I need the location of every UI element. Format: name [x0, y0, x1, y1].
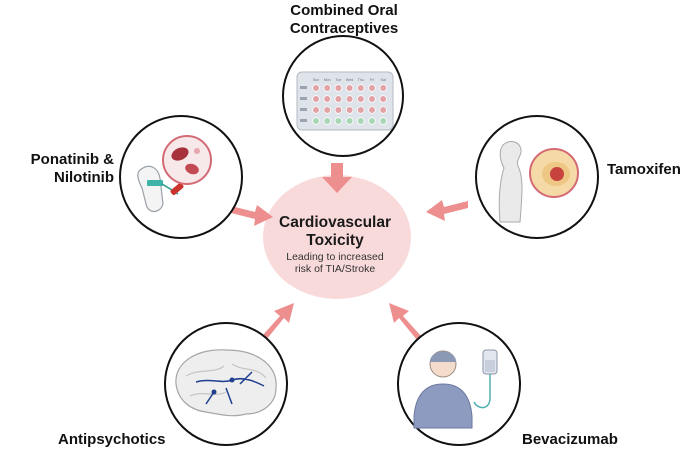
blood-cell-icon-2 — [185, 163, 199, 175]
label-antipsychotics: Antipsychotics — [58, 431, 166, 448]
center-subtitle-line1: Leading to increased — [286, 251, 384, 263]
blood-cell-magnifier — [162, 135, 212, 185]
label-tamoxifen: Tamoxifen — [607, 161, 681, 178]
pill — [345, 95, 354, 103]
pill — [312, 84, 320, 92]
pill — [368, 95, 376, 103]
blood-cell-icon — [171, 147, 189, 161]
brain-fold-icon — [185, 363, 267, 397]
pill — [356, 95, 365, 103]
pill-day-label: Fri — [370, 78, 374, 82]
brain-icon — [175, 349, 277, 417]
pill — [379, 95, 388, 103]
pill — [323, 106, 332, 114]
arrow-bottom-right — [389, 303, 421, 340]
center-title: Cardiovascular Toxicity — [260, 214, 410, 250]
pill — [334, 106, 343, 114]
pill — [345, 84, 354, 92]
pill — [334, 95, 343, 103]
label-bevacizumab: Bevacizumab — [522, 431, 618, 448]
arrow-left — [231, 205, 273, 226]
pill-grid — [300, 84, 388, 125]
center-node — [263, 175, 411, 299]
pill — [379, 106, 388, 114]
contraceptives-illustration: Sun Mon Tue Wed Thu Fri Sat — [282, 35, 404, 157]
pill — [312, 117, 320, 125]
patient-shirt-icon — [413, 383, 473, 429]
drug-vial-icon — [170, 183, 184, 195]
pill — [334, 117, 343, 125]
pill-day-label: Tue — [335, 78, 341, 82]
label-ponatinib: Ponatinib & Nilotinib — [4, 151, 114, 187]
pill — [356, 106, 365, 114]
pill — [323, 117, 332, 125]
hand-icon — [137, 165, 164, 213]
iv-bag-fluid — [485, 360, 495, 372]
pill — [345, 117, 354, 125]
bevacizumab-illustration — [397, 322, 521, 446]
pill — [379, 117, 388, 125]
label-contraceptives-line1: Combined Oral — [290, 2, 398, 19]
pill — [334, 84, 343, 92]
neuron-node-icon — [211, 389, 217, 395]
antipsychotics-illustration — [164, 322, 288, 446]
pill-day-labels: Sun Mon Tue Wed Thu Fri Sat — [313, 78, 386, 82]
neuron-node-icon-2 — [229, 377, 235, 383]
tumor-icon — [550, 167, 564, 181]
tamoxifen-illustration — [475, 115, 599, 239]
iv-line-icon — [473, 374, 491, 409]
center-subtitle-line2: risk of TIA/Stroke — [294, 263, 376, 275]
label-ponatinib-line1: Ponatinib & — [30, 151, 114, 168]
pill — [368, 84, 376, 92]
pill — [312, 95, 320, 103]
center-title-line2: Toxicity — [306, 232, 364, 249]
label-contraceptives-line2: Contraceptives — [289, 20, 399, 37]
pill — [312, 106, 320, 114]
center-title-line1: Cardiovascular — [279, 214, 391, 231]
pill-day-label: Sat — [380, 78, 385, 82]
female-torso-icon — [498, 141, 523, 223]
patient-cap-icon — [430, 351, 456, 362]
pill-row-label — [300, 108, 307, 111]
ponatinib-illustration — [119, 115, 243, 239]
pill — [345, 106, 354, 114]
label-ponatinib-line2: Nilotinib — [54, 169, 114, 186]
pill — [379, 84, 388, 92]
pill-day-label: Sun — [313, 78, 319, 82]
pill — [323, 95, 332, 103]
pill-row-label — [300, 86, 307, 89]
pill — [368, 117, 376, 125]
pill-day-label: Thu — [358, 78, 364, 82]
blood-cell-icon-3 — [194, 148, 200, 154]
pill-row-label — [300, 119, 307, 122]
pill-day-label: Mon — [324, 78, 331, 82]
arrow-right — [426, 200, 468, 221]
label-contraceptives: Combined Oral Contraceptives — [288, 2, 400, 38]
pill — [356, 117, 365, 125]
arrow-top — [322, 163, 352, 193]
pill — [323, 84, 332, 92]
pill-row-label — [300, 97, 307, 100]
pill-day-label: Wed — [346, 78, 353, 82]
pill — [368, 106, 376, 114]
arrows — [231, 163, 468, 340]
arrow-bottom-left — [262, 303, 294, 340]
center-subtitle: Leading to increased risk of TIA/Stroke — [262, 251, 408, 275]
pill — [356, 84, 365, 92]
iv-tape-icon — [147, 180, 163, 186]
